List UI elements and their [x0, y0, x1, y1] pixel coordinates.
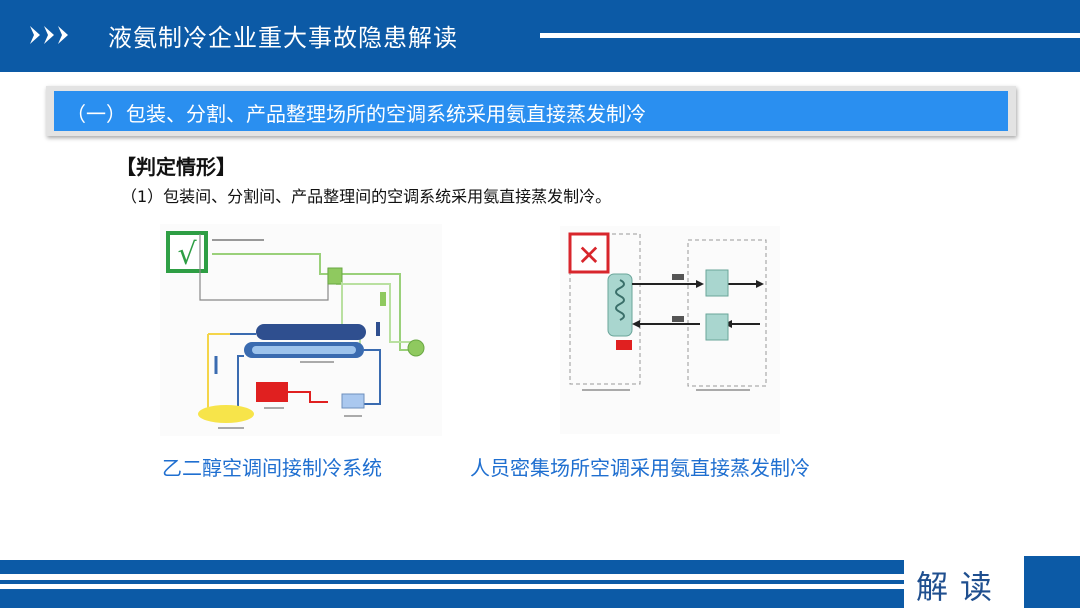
cross-mark-glyph: ✕: [577, 239, 600, 272]
header-bar: 液氨制冷企业重大事故隐患解读: [0, 0, 1080, 72]
footer-corner-block: [1024, 556, 1080, 608]
footer-stripe: [0, 560, 1080, 574]
section-title-bar: （一）包装、分割、产品整理场所的空调系统采用氨直接蒸发制冷: [46, 86, 1016, 136]
glycol-system-diagram: √: [160, 224, 442, 436]
ammonia-direct-diagram: ✕: [560, 226, 780, 434]
page-title: 液氨制冷企业重大事故隐患解读: [108, 24, 458, 52]
caption-glycol-system: 乙二醇空调间接制冷系统: [162, 456, 382, 480]
footer-label-box: [904, 556, 1024, 608]
arrows-icon: [30, 26, 68, 44]
footer-label: 解读: [916, 568, 1005, 606]
footer-stripe: [0, 589, 1080, 608]
header-divider: [540, 33, 1080, 38]
judgement-heading: 【判定情形】: [116, 155, 236, 179]
check-mark-glyph: √: [177, 237, 197, 272]
footer-stripe: [0, 580, 1080, 584]
section-title: （一）包装、分割、产品整理场所的空调系统采用氨直接蒸发制冷: [66, 102, 646, 126]
cross-mark-icon: ✕: [568, 232, 610, 274]
caption-ammonia-direct: 人员密集场所空调采用氨直接蒸发制冷: [470, 456, 810, 480]
judgement-text: （1）包装间、分割间、产品整理间的空调系统采用氨直接蒸发制冷。: [121, 187, 612, 206]
section-title-background: （一）包装、分割、产品整理场所的空调系统采用氨直接蒸发制冷: [54, 91, 1008, 131]
